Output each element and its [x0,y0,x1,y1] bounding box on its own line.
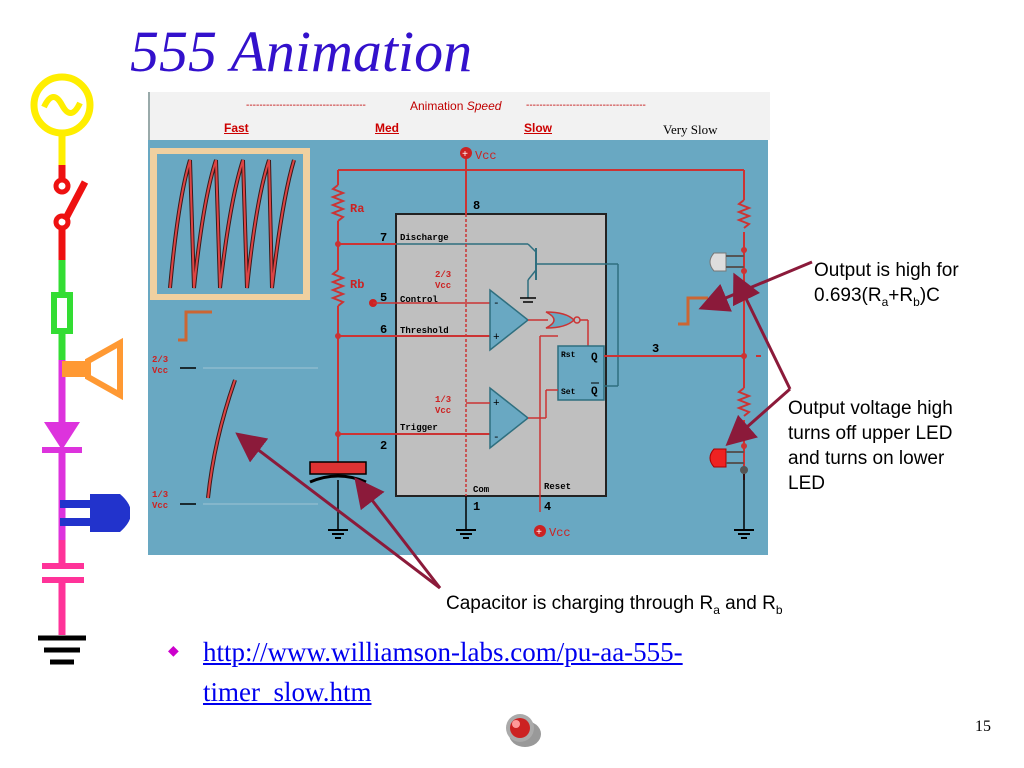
lower-comparator [489,386,530,450]
upper-led-resistor [736,199,752,229]
callout-led-line3: and turns on lower [788,448,945,469]
page-number: 15 [975,718,991,735]
pin-8-label: 8 [473,199,480,213]
flip-flop [557,345,605,401]
animation-speed-bar: ------------------------------------ Ani… [148,92,770,140]
resistor-rb [330,269,346,307]
capacitor-ground-icon [328,529,348,539]
speed-dashes-left: ------------------------------------ [246,100,366,111]
resistor-ra [330,184,346,222]
output-pulse [678,296,708,326]
two-thirds-vcc-label: 2/3 [152,355,168,365]
ground-icon [38,635,86,665]
pin-7-label: 7 [380,231,387,245]
pin-3-label: 3 [652,342,659,356]
upper-led-icon [709,252,744,272]
output-pulse-small [178,310,212,342]
led-ground-icon [734,529,754,539]
reset-label: Reset [544,482,571,492]
slide-title: 555 Animation [130,19,473,84]
set-label: Set [561,388,576,397]
pin-6-label: 6 [380,323,387,337]
callout-output-high-line2: 0.693(Ra+Rb)C [814,285,940,309]
discharge-label: Discharge [400,233,449,243]
svg-text:+: + [493,332,500,344]
vcc-top-label: Vcc [475,149,497,163]
pin-1-label: 1 [473,500,480,514]
capacitor-icon [42,540,84,635]
svg-text:-: - [493,298,500,310]
svg-text:+: + [536,528,542,539]
fuse-icon [51,260,73,360]
threshold-label: Threshold [400,326,449,336]
svg-text:-: - [493,432,500,444]
oscilloscope-display [150,148,310,300]
one-third-vcc-label: 1/3 [152,490,168,500]
svg-text:+: + [462,150,468,161]
rb-label: Rb [350,278,364,292]
callout-led-line4: LED [788,473,825,494]
speed-med-link[interactable]: Med [375,121,399,135]
vcc-top-terminal [460,147,472,159]
lower-led-resistor [736,387,752,417]
ra-label: Ra [350,202,364,216]
internal-two-thirds: 2/3 [435,270,451,280]
callout-led-line1: Output voltage high [788,398,953,419]
led-lamp-icon [60,494,130,532]
internal-one-third: 1/3 [435,395,451,405]
speed-very-slow-link[interactable]: Very Slow [663,122,718,137]
discharge-transistor [520,243,619,387]
pin-5-label: 5 [380,291,387,305]
arrow-capacitor [354,477,442,589]
speaker-icon [58,337,123,430]
nor-gate [545,311,576,329]
callout-led: Output voltage high turns off upper LED … [788,396,953,496]
switch-icon [53,165,89,260]
control-label: Control [400,295,438,305]
speed-label: Animation Speed [410,99,501,113]
upper-comparator [489,288,530,352]
pin-4-label: 4 [544,500,551,514]
rst-label: Rst [561,351,576,360]
internal-one-third-vcc: Vcc [435,406,451,416]
internal-two-thirds-vcc: Vcc [435,281,451,291]
speed-label-text: Animation [410,99,464,113]
callout-led-line2: turns off upper LED [788,423,953,444]
callout-capacitor: Capacitor is charging through Ra and Rb [446,593,783,617]
callout-output-high: Output is high for 0.693(Ra+Rb)C [814,258,959,315]
arrow-lower-led [725,387,791,446]
two-thirds-vcc-unit: Vcc [152,366,168,376]
sound-button-icon[interactable] [500,708,544,752]
qbar-label: Q [591,386,598,398]
arrow-upper-led [733,272,792,390]
vcc-bottom-terminal [534,525,546,537]
speed-fast-link[interactable]: Fast [224,121,249,135]
speed-dashes-right: ------------------------------------ [526,100,646,111]
svg-text:+: + [493,398,500,410]
williamson-labs-link[interactable]: http://www.williamson-labs.com/pu-aa-555… [203,637,683,707]
lower-led-icon [709,448,744,468]
q-label: Q [591,352,598,364]
vcc-bottom-label: Vcc [549,526,571,540]
arrow-output-pulse [698,260,813,312]
timing-capacitor [309,461,367,475]
bullet-icon: ◆ [168,642,179,658]
speed-label-italic: Speed [466,99,502,113]
com-label: Com [473,485,490,495]
pin-2-label: 2 [380,439,387,453]
circuit-animation: 2/3 Vcc 1/3 Vcc + Vcc 8 Ra Rb 7 Discharg… [148,140,768,555]
component-icon-column [30,73,130,665]
callout-output-high-line1: Output is high for [814,260,959,281]
com-ground-icon [456,529,476,539]
trigger-label: Trigger [400,423,438,433]
arrow-charging-curve [235,432,441,590]
one-third-vcc-unit: Vcc [152,501,168,511]
speed-slow-link[interactable]: Slow [524,121,553,135]
